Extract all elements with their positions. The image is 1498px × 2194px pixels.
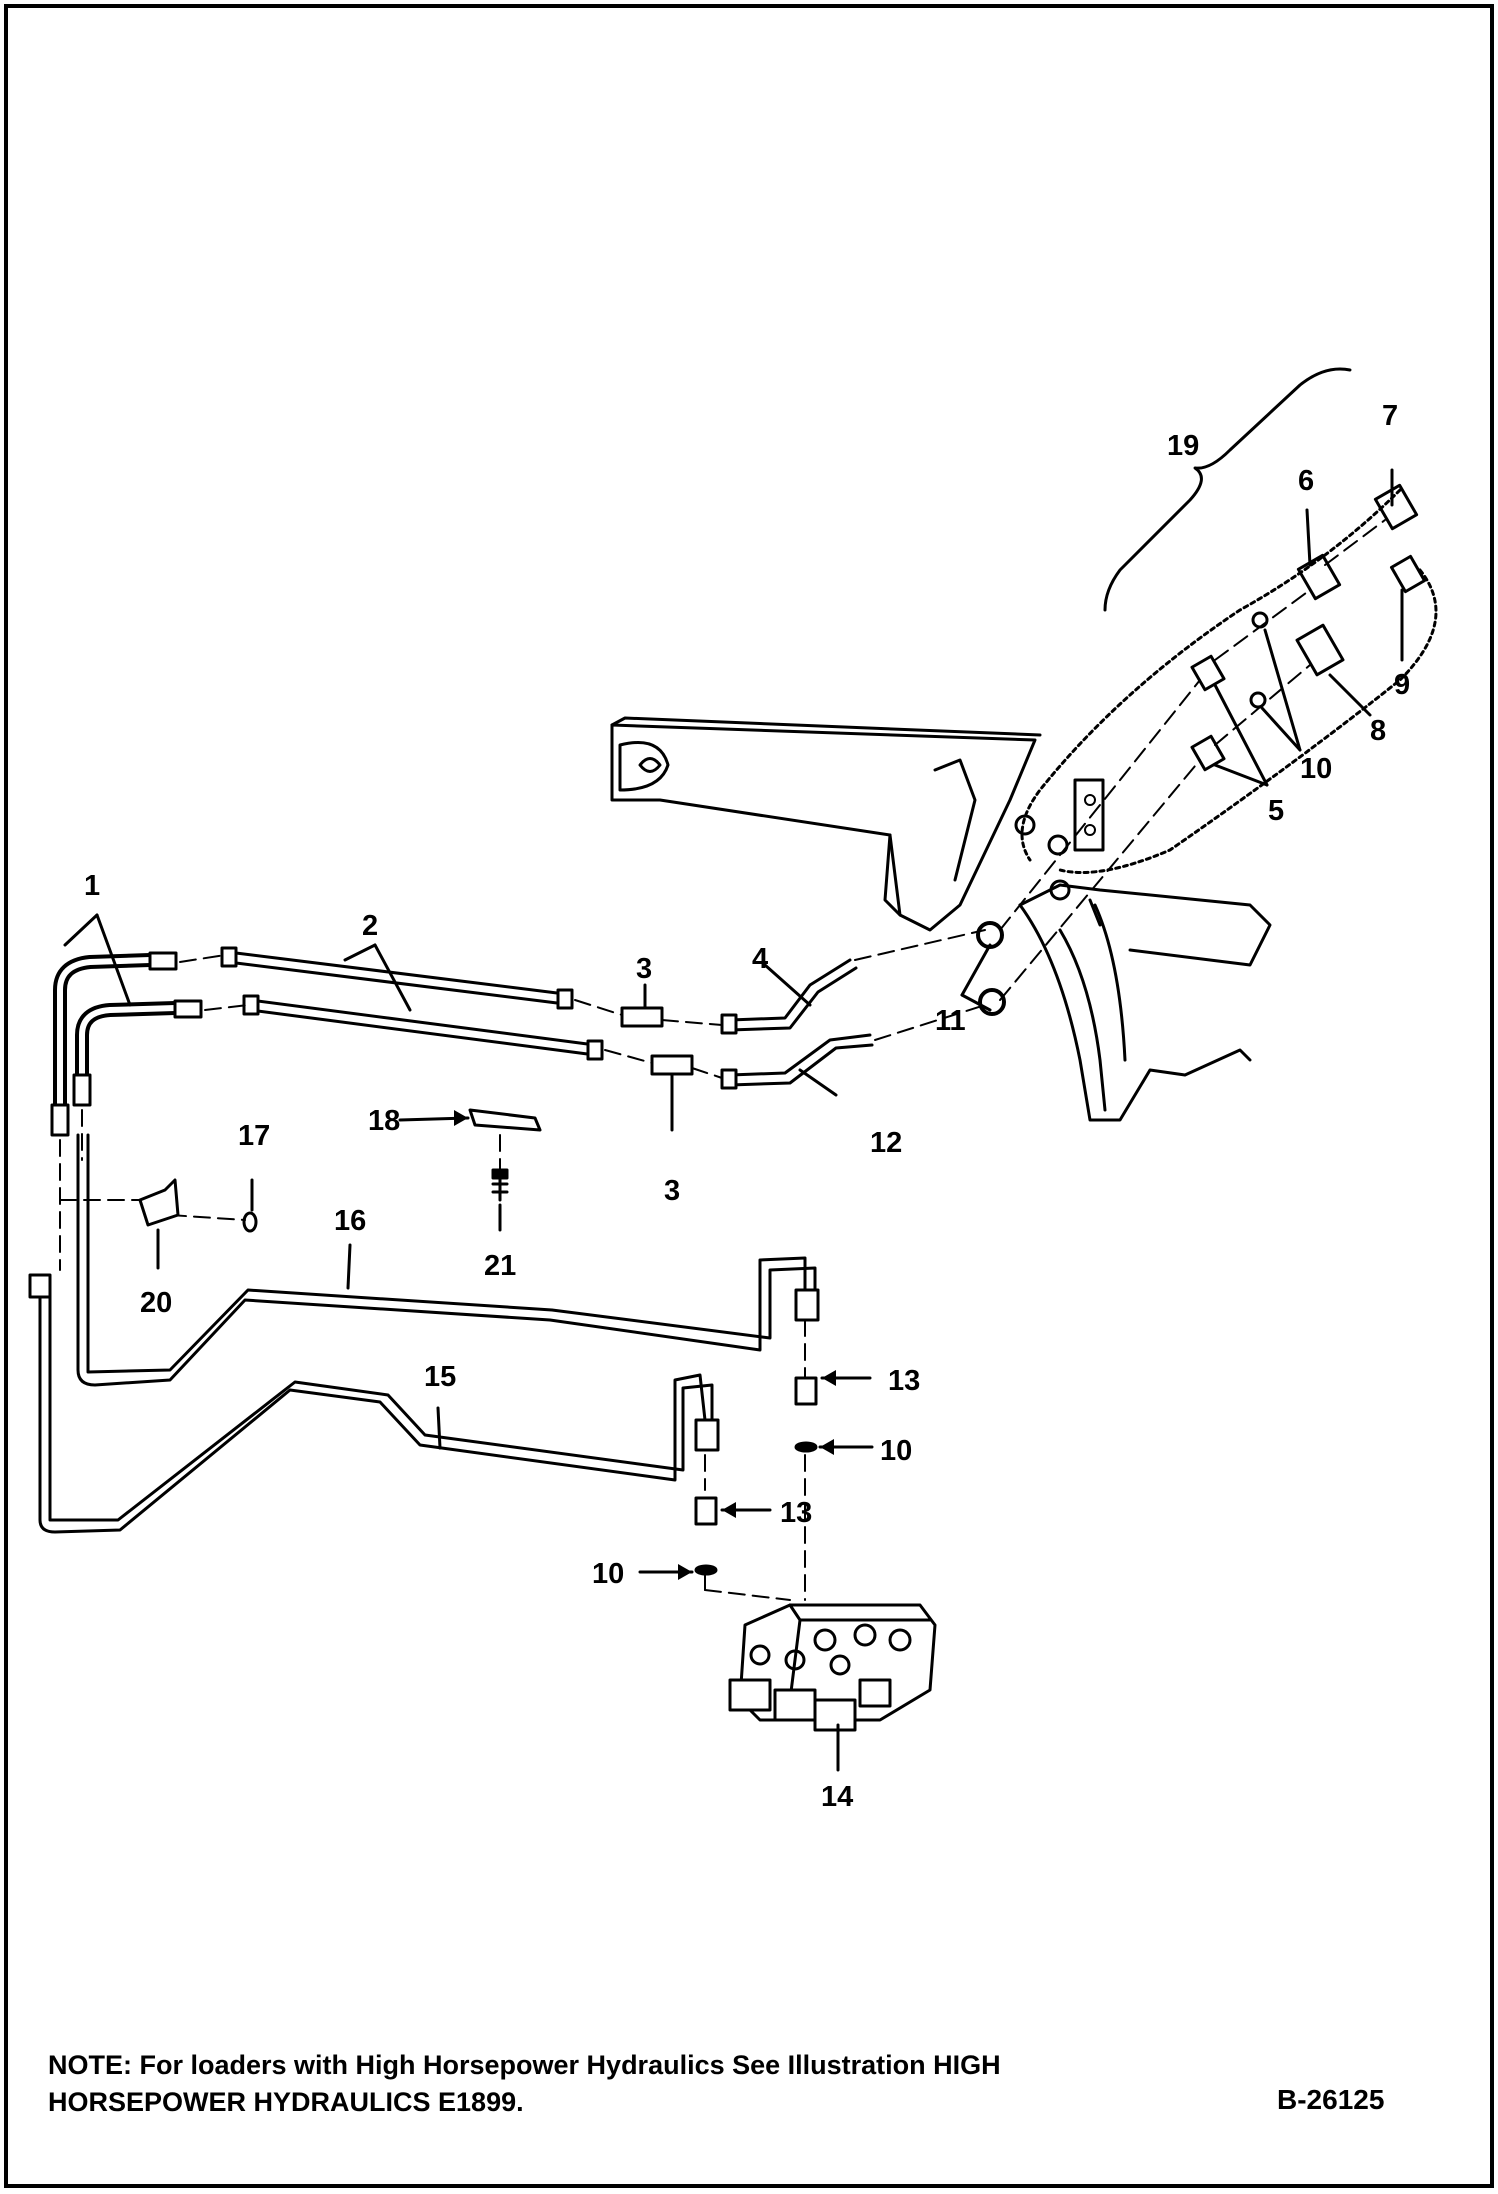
callout-7: 7 <box>1382 400 1398 432</box>
callout-18: 18 <box>368 1105 400 1137</box>
callout-numbers: 1 2 3 3 4 5 6 7 8 9 10 10 10 11 12 13 13… <box>84 400 1410 1813</box>
diagram-note: NOTE: For loaders with High Horsepower H… <box>48 2047 1248 2121</box>
kit-brace <box>1103 367 1352 612</box>
loader-arm <box>610 716 1042 932</box>
callout-13-lower: 13 <box>780 1497 812 1529</box>
callout-4: 4 <box>752 943 768 975</box>
note-line-1: NOTE: For loaders with High Horsepower H… <box>48 2050 1001 2080</box>
callout-14: 14 <box>821 1781 853 1813</box>
control-valve <box>728 1603 937 1732</box>
dust-plug <box>1389 554 1427 594</box>
union-upper <box>620 1006 664 1028</box>
fitting-lower <box>694 1496 718 1526</box>
callout-12: 12 <box>870 1127 902 1159</box>
callout-1: 1 <box>84 870 100 902</box>
tube-upper <box>220 946 574 1010</box>
bulkhead-nut-lower <box>978 988 1006 1016</box>
union-lower <box>650 1054 694 1076</box>
callout-20: 20 <box>140 1287 172 1319</box>
callout-19: 19 <box>1167 430 1199 462</box>
callout-13-upper: 13 <box>888 1365 920 1397</box>
fitting-upper <box>794 1376 818 1406</box>
note-line-2: HORSEPOWER HYDRAULICS E1899. <box>48 2087 524 2117</box>
callout-5: 5 <box>1268 795 1284 827</box>
nut <box>242 1211 258 1233</box>
bracket <box>138 1178 180 1227</box>
callout-3-lower: 3 <box>664 1175 680 1207</box>
dust-cap <box>1373 483 1419 531</box>
o-ring-lower <box>1249 691 1267 709</box>
tube-15 <box>38 1283 714 1534</box>
screw <box>491 1168 509 1202</box>
callout-11: 11 <box>935 1005 966 1037</box>
callout-6: 6 <box>1298 465 1314 497</box>
tube-lower <box>242 994 604 1061</box>
callout-10-lower: 10 <box>592 1558 624 1590</box>
callout-8: 8 <box>1370 715 1386 747</box>
hose-elbow-upper <box>53 951 178 1112</box>
callout-3-upper: 3 <box>636 953 652 985</box>
callout-16: 16 <box>334 1205 366 1237</box>
callout-10-middle: 10 <box>880 1435 912 1467</box>
assembly-lines <box>59 519 1386 1601</box>
diagram-frame <box>4 4 1494 2188</box>
callout-17: 17 <box>238 1120 270 1152</box>
drawing-code: B-26125 <box>1277 2084 1385 2115</box>
callout-15: 15 <box>424 1361 456 1393</box>
o-ring-upper <box>1251 611 1269 629</box>
coupler-male <box>1295 623 1345 677</box>
clamp <box>468 1108 542 1132</box>
callout-10-upper: 10 <box>1300 753 1332 785</box>
tube-12 <box>720 1033 874 1090</box>
callout-21: 21 <box>484 1250 516 1282</box>
loader-frame <box>1018 883 1272 1122</box>
coupler-bracket <box>1073 778 1105 852</box>
hose-elbow-lower <box>75 999 203 1082</box>
callout-2: 2 <box>362 910 378 942</box>
coupler-female <box>1296 553 1342 601</box>
tube-4 <box>720 958 858 1035</box>
bulkhead-nut-upper <box>976 921 1004 949</box>
leader-lines <box>63 468 1404 1772</box>
callout-9: 9 <box>1394 669 1410 701</box>
tube-16 <box>76 1133 817 1387</box>
